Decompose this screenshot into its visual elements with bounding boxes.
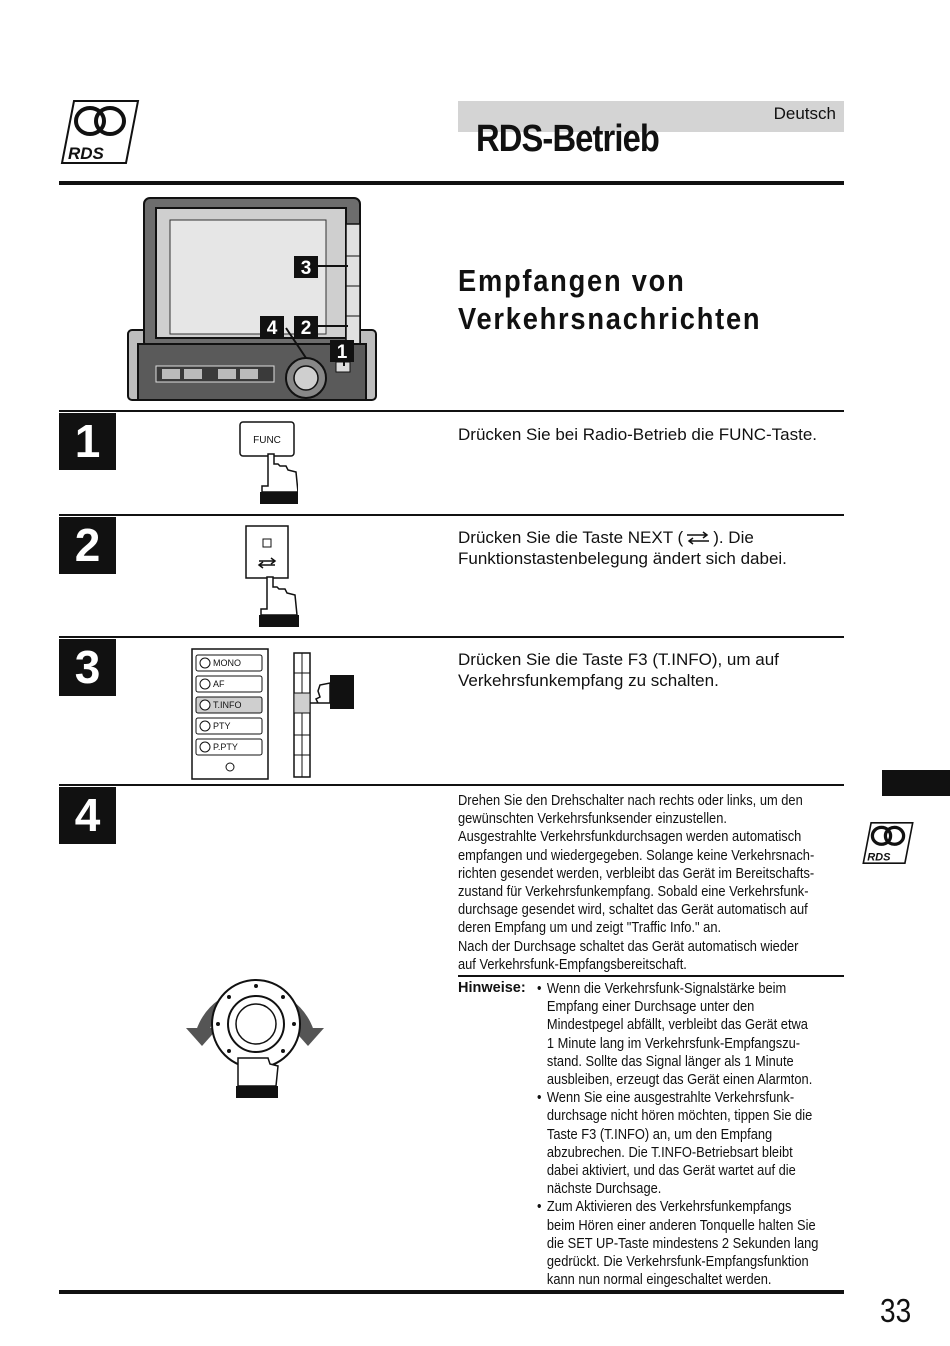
step-2-number: 2 <box>59 517 116 574</box>
note-line: die SET UP-Taste mindestens 2 Sekunden l… <box>546 1235 819 1252</box>
logo-text: RDS <box>867 852 891 864</box>
next-button-illustration <box>245 525 299 627</box>
header-rule <box>59 181 844 185</box>
rds-logo-icon: RDS <box>862 822 914 864</box>
note-line: Zum Aktivieren des Verkehrsfunkempfangs <box>546 1199 792 1216</box>
step-3-text: Drücken Sie die Taste F3 (T.INFO), um au… <box>458 650 779 690</box>
step-2-text-line2: Funktionstastenbelegung ändert sich dabe… <box>458 549 787 568</box>
page-number: 33 <box>880 1292 912 1329</box>
step-4-number: 4 <box>59 787 116 844</box>
pressing-hand-icon <box>259 576 299 627</box>
note-bullet: • <box>537 981 542 997</box>
notes-label: Hinweise: <box>458 980 526 996</box>
note-line: dabei aktiviert, und das Gerät wartet au… <box>546 1163 796 1180</box>
function-menu-illustration: MONO AF T.INFO PTY P.PTY <box>191 648 354 780</box>
notes-list: • Wenn die Verkehrsfunk-Signalstärke bei… <box>537 980 843 1289</box>
device-illustration: 3 4 2 1 <box>127 197 377 401</box>
section-heading: Empfangen von Verkehrsnachrichten <box>458 262 761 338</box>
step-4-line: durchsage gesendet wird, schaltet das Ge… <box>458 902 808 919</box>
step-4-line: Drehen Sie den Drehschalter nach rechts … <box>458 793 803 809</box>
step-3-number: 3 <box>59 639 116 696</box>
language-label: Deutsch <box>773 104 836 123</box>
section-heading-line2: Verkehrsnachrichten <box>458 301 762 336</box>
step-2-text: Drücken Sie die Taste NEXT ( ). Die Funkt… <box>458 527 850 569</box>
note-line: ausbleiben, erzeugt das Gerät einen Alar… <box>546 1072 813 1089</box>
menu-item-ppty: P.PTY <box>213 742 238 752</box>
logo-text: RDS <box>68 144 105 163</box>
step-2-text-b: ). Die <box>713 528 754 547</box>
callout-3: 3 <box>301 258 312 279</box>
pressing-hand-icon <box>236 1057 279 1098</box>
step-1-number: 1 <box>59 413 116 470</box>
step-3-rule <box>59 636 844 638</box>
callout-2: 2 <box>301 318 312 339</box>
step-4-line: gewünschten Verkehrsfunksender einzustel… <box>458 811 727 828</box>
page-title: RDS-Betrieb <box>476 118 660 160</box>
menu-item-tinfo: T.INFO <box>213 700 242 710</box>
step-1-rule <box>59 410 844 412</box>
step-4-rule <box>59 784 844 786</box>
note-line: nächste Durchsage. <box>546 1181 662 1198</box>
note-bullet: • <box>537 1090 542 1107</box>
next-arrow-icon <box>257 557 277 569</box>
note-line: gedrückt. Die Verkehrsfunk-Empfangsfunkt… <box>546 1254 809 1271</box>
footer-rule <box>59 1290 844 1294</box>
chapter-tab <box>882 770 950 796</box>
note-line: beim Hören einer anderen Tonquelle halte… <box>546 1217 816 1234</box>
step-4-line: empfangen und wiedergegeben. Solange kei… <box>458 847 815 864</box>
rds-logo-icon: RDS <box>60 100 140 164</box>
rotary-knob-illustration <box>186 979 324 1098</box>
section-heading-line1: Empfangen von <box>458 263 686 298</box>
callout-1: 1 <box>337 342 348 363</box>
note-line: 1 Minute lang im Verkehrsfunk-Empfangszu… <box>546 1035 801 1052</box>
menu-item-af: AF <box>213 679 225 689</box>
menu-item-pty: PTY <box>213 721 231 731</box>
language-bar: Deutsch <box>458 101 844 132</box>
note-line: durchsage nicht hören möchten, tippen Si… <box>546 1108 813 1125</box>
pressing-hand-icon <box>260 453 298 504</box>
step-4-text: Drehen Sie den Drehschalter nach rechts … <box>458 792 845 974</box>
note-line: Mindestpegel abfällt, verbleibt das Gerä… <box>546 1017 808 1034</box>
note-item-3: • Zum Aktivieren des Verkehrsfunkempfang… <box>537 1198 843 1289</box>
rotary-knob-icon <box>211 979 301 1069</box>
note-line: Wenn die Verkehrsfunk-Signalstärke beim <box>546 981 787 997</box>
menu-item-mono: MONO <box>213 658 241 668</box>
next-arrow-inline-icon <box>687 531 710 545</box>
step-4-line: deren Empfang um und zeigt "Traffic Info… <box>458 920 722 937</box>
note-line: Taste F3 (T.INFO) an, um den Empfang <box>546 1126 773 1143</box>
step-2-text-a: Drücken Sie die Taste NEXT ( <box>458 528 684 547</box>
note-item-2: • Wenn Sie eine ausgestrahlte Verkehrsfu… <box>537 1089 843 1198</box>
step-4-line: zustand für Verkehrsfunkempfang. Sobald … <box>458 884 809 901</box>
func-button-label: FUNC <box>253 435 281 446</box>
note-bullet: • <box>537 1199 542 1216</box>
step-1-text: Drücken Sie bei Radio-Betrieb die FUNC-T… <box>458 425 818 444</box>
note-line: abzubrechen. Die T.INFO-Betriebsart blei… <box>546 1144 793 1161</box>
note-line: Wenn Sie eine ausgestrahlte Verkehrsfunk… <box>546 1090 795 1107</box>
step-2-rule <box>59 514 844 516</box>
note-line: stand. Sollte das Signal länger als 1 Mi… <box>546 1053 794 1070</box>
func-button-illustration: FUNC <box>239 421 298 504</box>
step-4-line: Nach der Durchsage schaltet das Gerät au… <box>458 938 799 955</box>
step-4-line: richten gesendet werden, verbleibt das G… <box>458 865 815 882</box>
step-4-line: auf Verkehrsfunk-Empfangsbereitschaft. <box>458 956 687 973</box>
note-item-1: • Wenn die Verkehrsfunk-Signalstärke bei… <box>537 980 843 1089</box>
notes-rule <box>458 975 844 977</box>
note-line: Empfang einer Durchsage unter den <box>546 999 755 1016</box>
callout-4: 4 <box>267 318 278 339</box>
note-line: kann nun normal eingeschaltet werden. <box>546 1272 772 1289</box>
step-4-line: Ausgestrahlte Verkehrsfunkdurchsagen wer… <box>458 829 802 846</box>
step-2-text-line1: Drücken Sie die Taste NEXT ( ). Die <box>458 527 850 548</box>
pressing-hand-icon <box>310 675 354 709</box>
